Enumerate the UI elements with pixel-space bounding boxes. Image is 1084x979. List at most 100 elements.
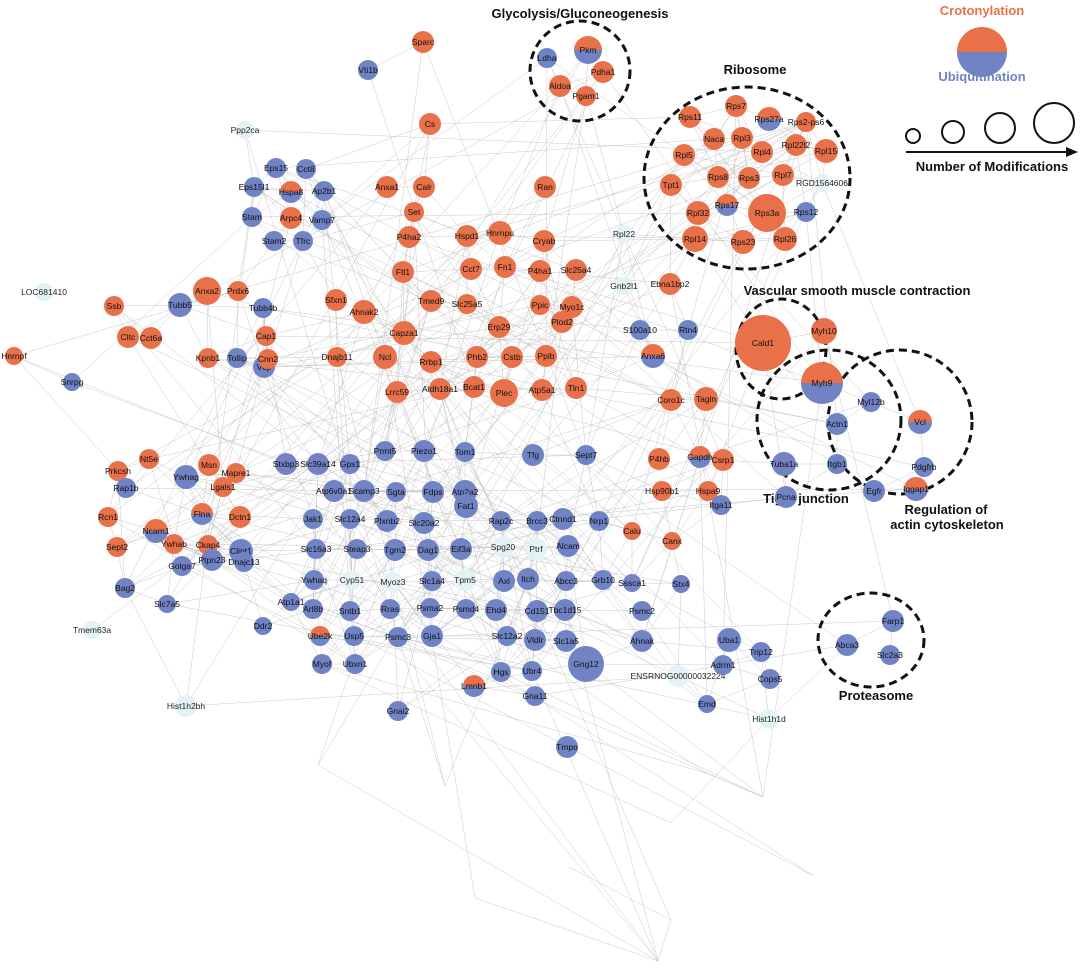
node-ctnnd1: Ctnnd1 — [549, 508, 577, 530]
node-circle — [494, 256, 516, 278]
node-circle — [623, 574, 641, 592]
node-circle — [554, 599, 576, 621]
node-circle — [556, 736, 578, 758]
node-rras: Rras — [380, 599, 400, 619]
network-edge — [722, 105, 737, 666]
network-edge — [363, 356, 386, 492]
network-edge — [290, 579, 353, 603]
node-circle — [491, 662, 511, 682]
node-circle — [244, 177, 264, 197]
node-circle — [280, 207, 302, 229]
network-edge — [243, 561, 264, 627]
node-arl8b: Arl8b — [303, 599, 323, 619]
network-edge — [535, 321, 563, 550]
network-edge — [302, 211, 415, 242]
node-half-crotonylation — [191, 503, 213, 514]
node-circle — [264, 231, 284, 251]
network-edge — [236, 357, 600, 522]
node-rtn4: Rtn4 — [678, 320, 698, 340]
cluster-ring-ribosome — [642, 85, 852, 271]
node-rps7: Rps7 — [725, 95, 747, 117]
network-edge — [535, 548, 566, 611]
node-half-crotonylation — [310, 626, 330, 636]
node-stx4: Stx4 — [672, 575, 690, 593]
node-circle — [376, 510, 398, 532]
network-edge — [394, 549, 497, 611]
node-tfg: Tfg — [522, 444, 544, 466]
network-edge — [500, 520, 604, 581]
cluster-title-actin-line1: Regulation of — [904, 502, 988, 517]
node-half-ubiquitination — [904, 489, 928, 501]
network-edge — [768, 644, 848, 720]
network-edge — [181, 565, 321, 637]
node-rps12: Rps12 — [794, 202, 819, 222]
node-cnn2: Cnn2 — [258, 349, 278, 369]
network-edge — [539, 270, 671, 285]
network-edge — [585, 329, 641, 456]
network-edge — [652, 355, 838, 465]
node-half-ubiquitination — [716, 205, 738, 216]
network-edge — [113, 305, 659, 962]
node-circle — [303, 509, 323, 529]
node-circle — [576, 86, 596, 106]
network-edge — [402, 271, 478, 358]
node-nt5e: Nt5e — [139, 449, 159, 469]
node-half-crotonylation — [689, 446, 711, 457]
network-edge — [761, 151, 823, 184]
node-circle — [735, 315, 791, 371]
node-circle — [493, 570, 515, 592]
network-edge — [429, 116, 691, 125]
node-half-ubiquitination — [641, 356, 665, 368]
node-trip12: Trip12 — [749, 642, 773, 662]
network-edge — [244, 129, 399, 638]
node-circle — [345, 654, 365, 674]
node-ubr4: Ubr4 — [522, 661, 542, 681]
node-fat1: Fat1 — [454, 494, 478, 518]
network-edge — [321, 663, 707, 774]
node-hist1h2bh: Hist1h2bh — [167, 695, 205, 717]
network-edge — [222, 463, 319, 488]
network-edge — [474, 897, 659, 962]
network-edge — [661, 490, 722, 506]
network-edge — [657, 919, 672, 962]
node-pcna: Pcna — [775, 486, 797, 508]
node-circle — [526, 600, 548, 622]
node-circle — [429, 378, 451, 400]
network-edge — [502, 518, 564, 548]
network-edge — [431, 451, 466, 582]
node-tmpo: Tmpo — [556, 736, 578, 758]
node-circle — [648, 448, 670, 470]
network-edge — [356, 548, 391, 610]
node-cct6a: Cct6a — [140, 327, 162, 349]
network-edge — [397, 636, 446, 787]
legend: Crotonylation Ubiquitination Number of M… — [905, 3, 1078, 174]
node-circle — [420, 598, 440, 618]
node-circle — [325, 289, 347, 311]
node-circle — [717, 628, 741, 652]
node-sept7: Sept7 — [575, 445, 597, 465]
node-circle — [419, 113, 441, 135]
node-myh9: Myh9 — [801, 362, 843, 404]
node-anxa2: Anxa2 — [193, 277, 221, 305]
node-circle — [347, 539, 367, 559]
node-emd: Emd — [698, 695, 716, 713]
node-circle — [549, 75, 571, 97]
network-edge — [392, 546, 504, 583]
network-edge — [13, 355, 287, 465]
node-half-crotonylation — [716, 194, 738, 205]
node-circle — [679, 106, 701, 128]
network-edge — [503, 545, 569, 582]
network-edge — [71, 216, 253, 383]
network-edge — [464, 491, 538, 522]
node-flna: Flna — [191, 503, 213, 525]
node-circle — [35, 283, 53, 301]
node-circle — [266, 158, 286, 178]
network-edge — [536, 520, 643, 612]
node-circle — [5, 347, 23, 365]
network-edge — [185, 476, 242, 552]
network-edge — [265, 311, 365, 337]
node-circle — [527, 511, 547, 531]
node-circle — [678, 320, 698, 340]
node-phb2: Phb2 — [466, 346, 488, 368]
network-edge — [575, 387, 701, 458]
